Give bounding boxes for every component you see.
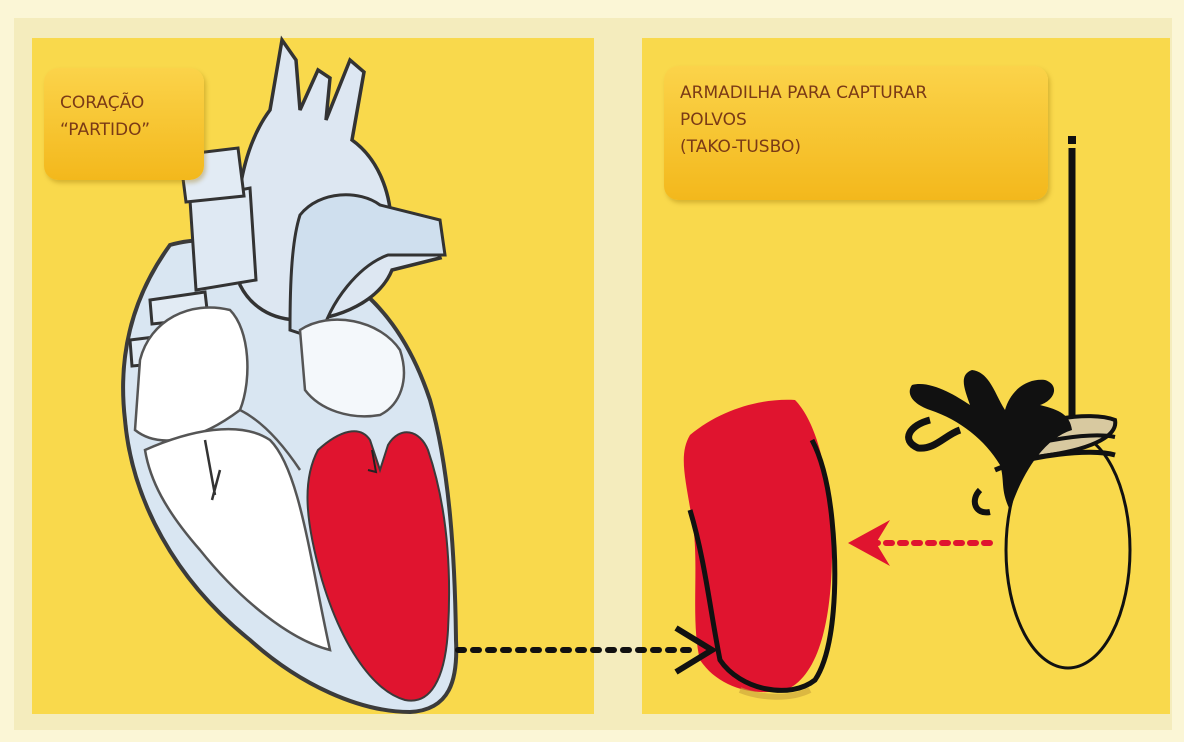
label-right-line-1: ARMADILHA PARA CAPTURAR [680, 80, 1034, 107]
label-broken-heart: CORAÇÃO “PARTIDO” [44, 68, 204, 180]
octopus-trap [909, 140, 1130, 668]
vena-cava [190, 188, 256, 290]
label-left-line-2: “PARTIDO” [60, 117, 190, 144]
label-left-line-1: CORAÇÃO [60, 90, 190, 117]
label-right-line-2: POLVOS [680, 107, 1034, 134]
label-right-line-3: (TAKO-TUSBO) [680, 134, 1034, 161]
octopus-tentacles [910, 370, 1072, 510]
label-octopus-trap: ARMADILHA PARA CAPTURAR POLVOS (TAKO-TUS… [664, 66, 1048, 200]
